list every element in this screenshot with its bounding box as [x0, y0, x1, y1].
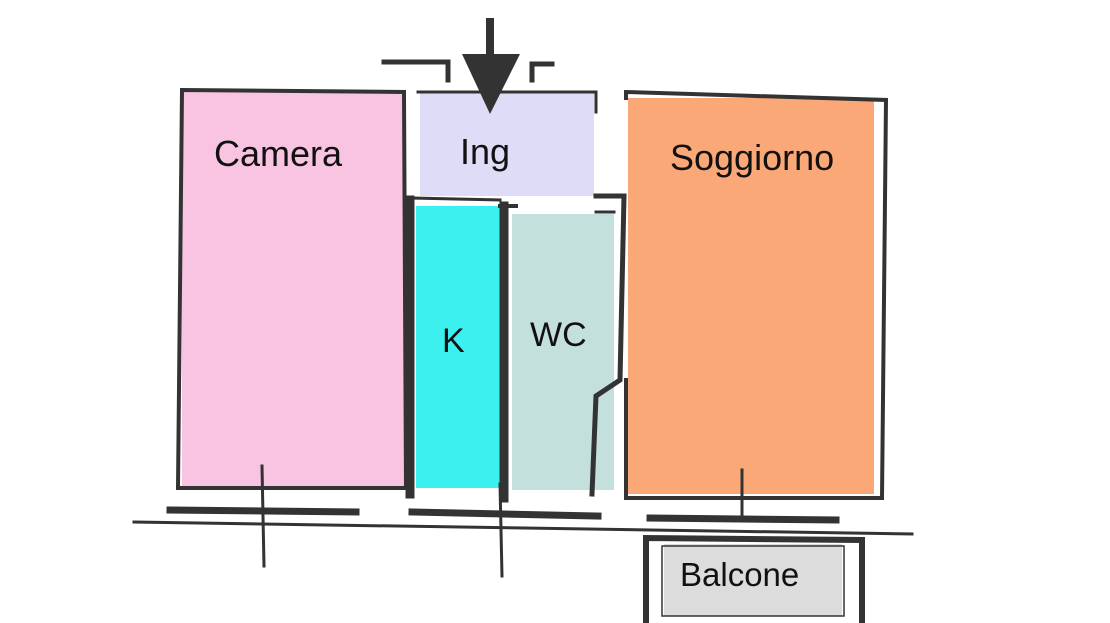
- room-camera-label: Camera: [214, 133, 343, 174]
- wall-top-left: [381, 59, 451, 83]
- wall-balcone: [643, 534, 865, 623]
- room-camera-fill: [182, 92, 404, 486]
- wall-window-mid: [408, 508, 602, 520]
- walls: [132, 59, 914, 623]
- wall-ingresso-bottom: [410, 196, 502, 202]
- wall-center-pole-mid: [498, 482, 504, 578]
- room-soggiorno-label: Soggiorno: [670, 137, 834, 178]
- room-cucina-fill: [416, 206, 502, 488]
- room-soggiorno-fill: [628, 98, 874, 494]
- wall-top-right: [529, 61, 555, 83]
- wall-balcone-inner: [661, 545, 845, 617]
- arrow-down-icon: [462, 18, 520, 114]
- room-balcone-label: Balcone: [680, 556, 799, 593]
- wall-center-pole-left: [260, 464, 266, 568]
- wall-bottom-line: [132, 520, 914, 536]
- wall-ingresso-top: [416, 90, 598, 114]
- room-ingresso-fill: [420, 92, 594, 196]
- room-bagno-label: WC: [530, 316, 587, 354]
- room-balcone-fill: [664, 544, 842, 616]
- room-cucina-label: K: [442, 322, 465, 360]
- entrance-arrow-head: [462, 54, 520, 114]
- wall-soggiorno-outline: [624, 89, 889, 500]
- wall-bath-right: [589, 193, 627, 497]
- room-ingresso-label: Ing: [460, 131, 510, 172]
- room-bagno-fill: [512, 214, 614, 490]
